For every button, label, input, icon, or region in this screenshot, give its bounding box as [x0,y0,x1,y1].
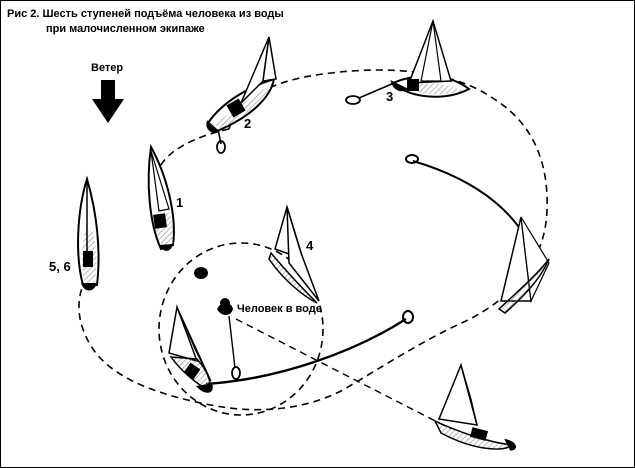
boat-3-icon [390,18,471,98]
boat-1-icon [147,143,175,251]
caption-line-1: Рис 2. Шесть ступеней подъёма человека и… [7,8,284,20]
caption-line-2: при малочисленном экипаже [46,23,205,35]
position-label-3: 3 [386,89,394,104]
boat-center-icon [168,304,213,393]
approach-circle [158,242,324,416]
person-in-water-icon [217,298,233,315]
position-label-1: 1 [176,195,184,210]
position-label-5-6: 5, 6 [49,259,71,274]
throw-ring-2 [216,140,226,154]
throw-line-bottom [205,317,407,386]
person-line [228,315,236,369]
throw-line-3 [358,82,395,99]
throw-ring-3 [345,95,361,105]
boat-lower-right-icon [433,362,516,451]
figure-caption: Рис 2. Шесть ступеней подъёма человека и… [7,7,284,37]
wind-arrow-icon [92,80,124,123]
boat-5-6-icon [77,175,100,291]
person-ring [231,366,241,380]
throw-ring-bottom [402,310,414,324]
buoy-icon [194,267,208,279]
wind-label: Ветер [91,62,124,74]
throw-ring-right [405,154,419,164]
boat-right-icon [497,216,550,314]
position-label-2: 2 [244,116,252,131]
drift-line [235,318,452,430]
boat-2-icon [206,36,277,133]
position-label-4: 4 [306,238,314,253]
course-loop-left [158,128,230,170]
boat-4-icon [268,204,320,304]
person-label: Человек в воде [237,303,322,315]
